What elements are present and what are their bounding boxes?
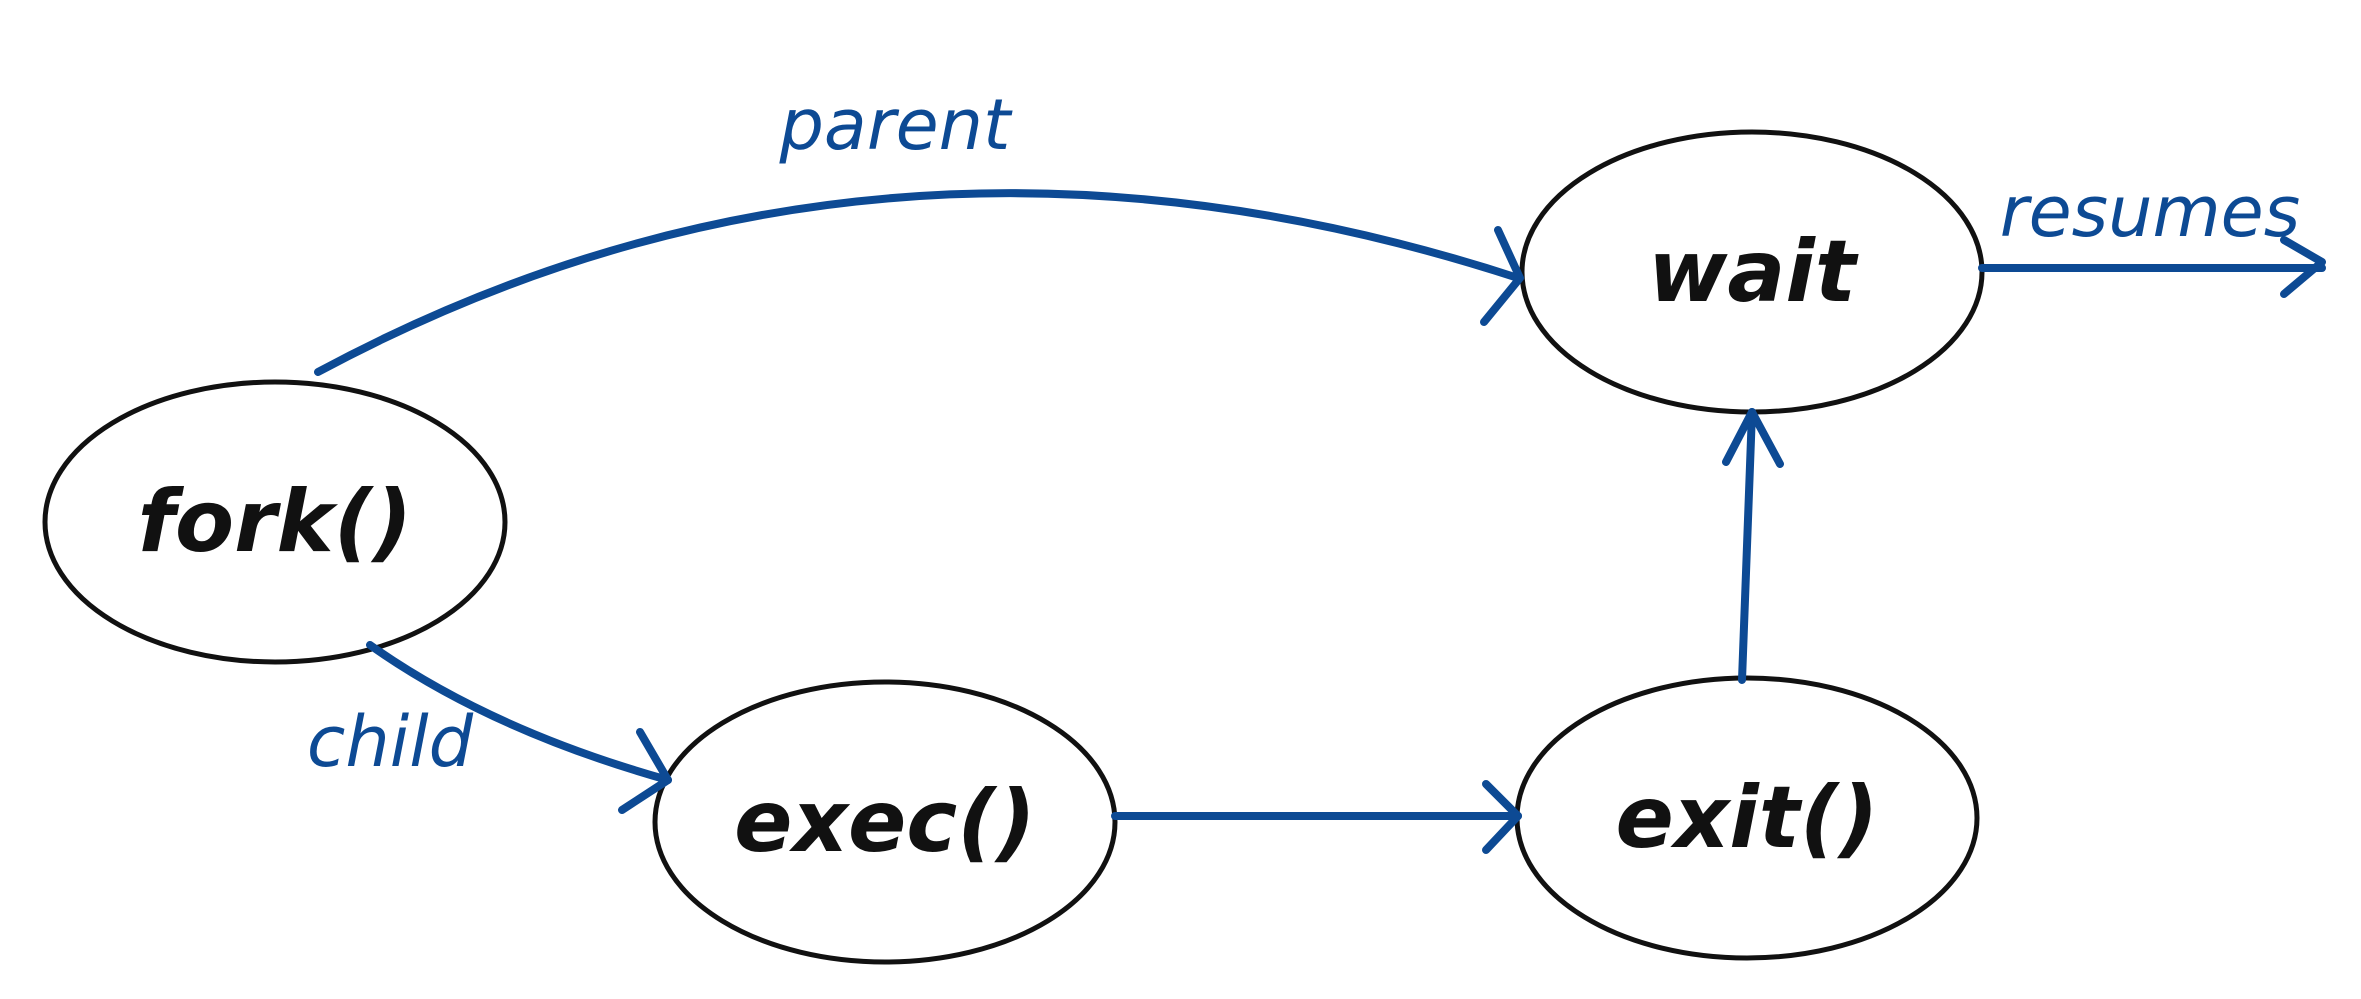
node-exit-label: exit() xyxy=(1616,768,1879,868)
edge-fork-to-wait xyxy=(314,189,1524,376)
node-wait: wait xyxy=(1519,129,1985,415)
edge-fork-to-wait-arrowhead xyxy=(1480,226,1524,326)
edge-label-child: child xyxy=(307,701,474,783)
edge-fork-to-exec-line xyxy=(366,641,672,784)
node-exec-ellipse xyxy=(652,679,1118,965)
edge-exit-to-wait-arrowhead xyxy=(1722,408,1784,468)
node-wait-label: wait xyxy=(1648,222,1859,322)
edge-exec-to-exit xyxy=(1111,780,1522,854)
node-fork: fork() xyxy=(42,379,508,665)
edge-wait-resumes xyxy=(1978,236,2326,298)
edge-label-resumes: resumes xyxy=(2000,171,2300,253)
node-exit: exit() xyxy=(1514,675,1980,961)
edge-wait-resumes-arrowhead xyxy=(2280,236,2326,298)
node-exec-label: exec() xyxy=(734,772,1036,872)
edge-fork-to-exec-arrowhead xyxy=(618,728,672,814)
edge-fork-to-exec xyxy=(366,641,672,814)
edge-exit-to-wait xyxy=(1722,408,1784,684)
node-exec: exec() xyxy=(652,679,1118,965)
edge-exec-to-exit-arrowhead xyxy=(1482,780,1522,854)
node-fork-label: fork() xyxy=(138,472,413,572)
edge-exit-to-wait-line xyxy=(1738,408,1756,684)
node-fork-ellipse xyxy=(42,379,508,665)
edge-fork-to-wait-line xyxy=(314,189,1522,376)
edge-label-parent: parent xyxy=(779,84,1014,166)
